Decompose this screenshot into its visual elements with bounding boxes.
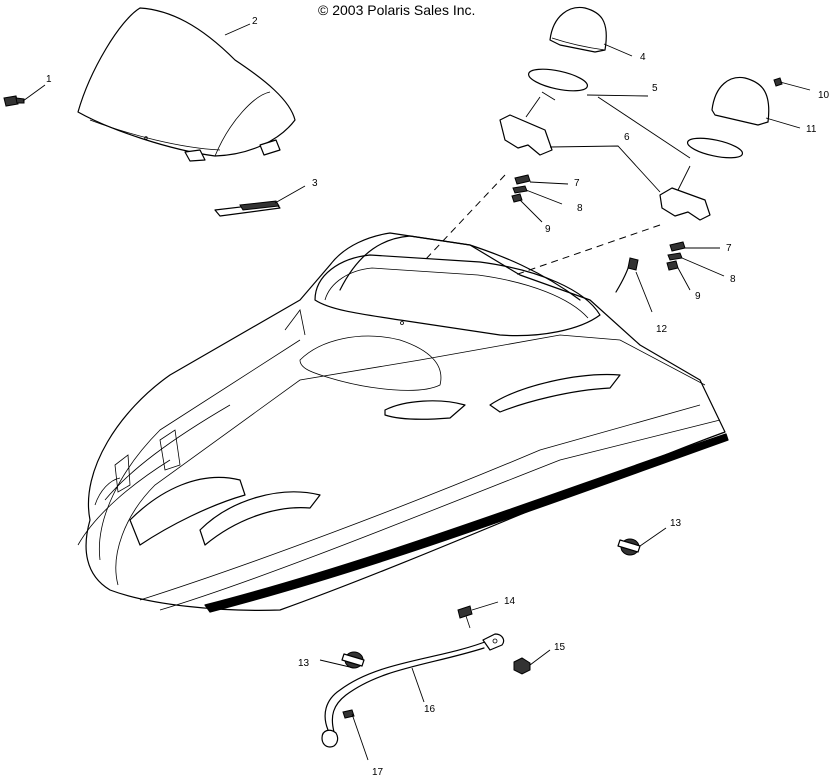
windshield (77, 7, 296, 162)
tether-cable (321, 633, 505, 748)
callout-13-right: 13 (670, 518, 682, 529)
callout-7-right: 7 (726, 243, 732, 254)
callout-13-left: 13 (298, 658, 310, 669)
callout-6: 6 (624, 132, 630, 143)
callout-labels: 1 2 3 4 5 6 7 8 9 10 11 7 8 9 12 13 13 1… (46, 16, 830, 776)
nut-part (513, 657, 531, 675)
callout-16: 16 (424, 704, 436, 715)
callout-10: 10 (818, 90, 830, 101)
screw-part (773, 77, 783, 87)
callout-7-left: 7 (574, 178, 580, 189)
cable-clip-part (615, 257, 639, 293)
callout-8-right: 8 (730, 274, 736, 285)
clip-strip-part (214, 200, 281, 217)
gauge-cover-right (711, 76, 770, 126)
callout-4: 4 (640, 52, 646, 63)
spring-washer-nut-right (666, 241, 686, 271)
callout-1: 1 (46, 74, 52, 85)
rivet-part (3, 95, 25, 107)
leader-lines (22, 23, 811, 761)
callout-11: 11 (806, 124, 817, 135)
grommet-left (341, 651, 365, 669)
lens-ring-right (686, 137, 744, 159)
gauge-cover-left (549, 6, 607, 53)
grommet-right (617, 538, 641, 556)
bolt-part (457, 605, 473, 629)
bezel-left (499, 114, 553, 156)
callout-14: 14 (504, 596, 516, 607)
callout-3: 3 (312, 178, 318, 189)
copyright-text: © 2003 Polaris Sales Inc. (318, 2, 475, 18)
callout-9-right: 9 (695, 291, 701, 302)
bezel-right (659, 187, 711, 221)
callout-8-left: 8 (577, 203, 583, 214)
callout-9-left: 9 (545, 224, 551, 235)
callout-12: 12 (656, 324, 668, 335)
hood (77, 232, 729, 613)
spring-washer-nut-left (511, 174, 531, 203)
callout-2: 2 (252, 16, 258, 27)
callout-17: 17 (372, 767, 384, 776)
pin-part (342, 709, 355, 719)
lens-ring-left (527, 68, 589, 92)
callout-15: 15 (554, 642, 566, 653)
callout-5: 5 (652, 83, 658, 94)
assembly-lines (424, 91, 691, 276)
